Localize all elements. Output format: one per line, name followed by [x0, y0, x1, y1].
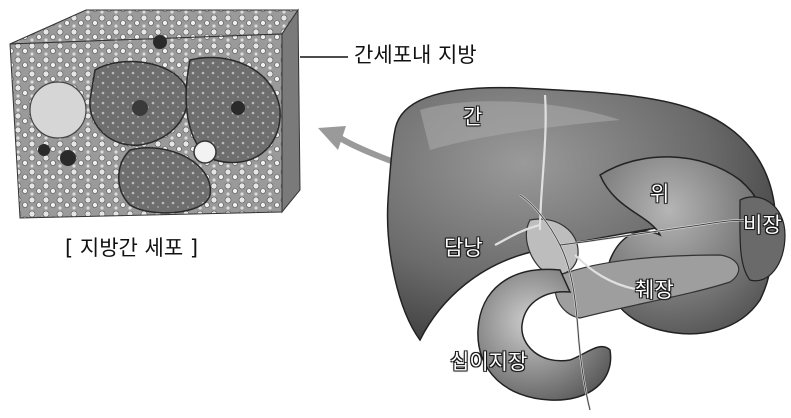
label-stomach: 위 [650, 184, 669, 205]
label-duodenum: 십이지장 [450, 352, 527, 373]
label-liver: 간 [463, 107, 482, 128]
cube-caption: [ 지방간 세포 ] [65, 238, 198, 259]
callout-label-fat-in-liver-cell: 간세포내 지방 [354, 45, 477, 66]
fatty-liver-cell-cube [10, 10, 300, 218]
label-pancreas: 췌장 [635, 280, 674, 301]
label-gallbladder: 담낭 [444, 238, 483, 259]
label-spleen: 비장 [743, 215, 782, 236]
spleen-shape [740, 197, 785, 281]
